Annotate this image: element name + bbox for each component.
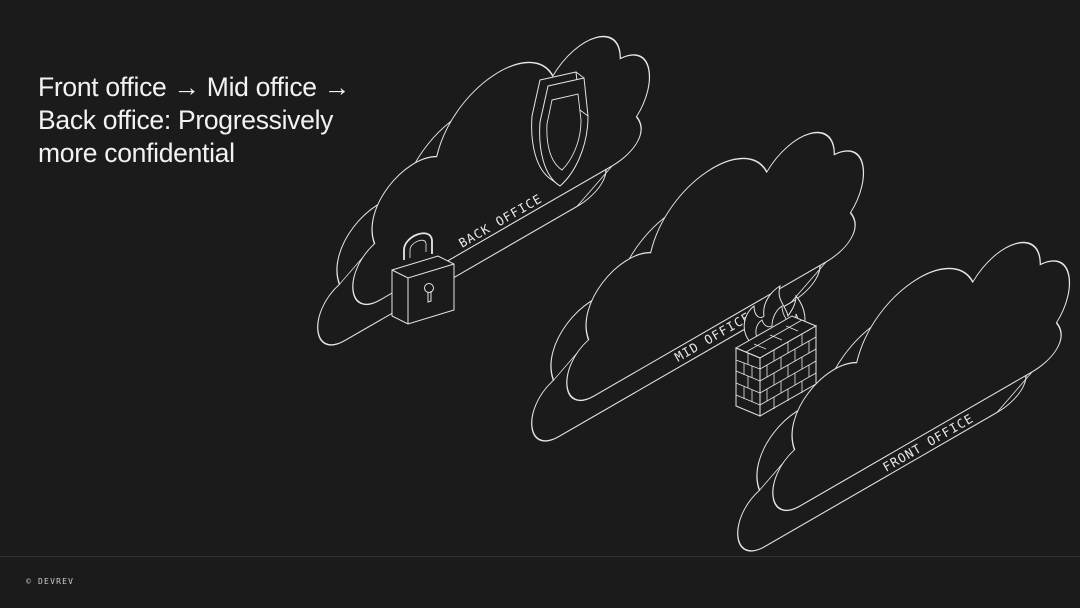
slide-title: Front office → Mid office → Back office:… xyxy=(38,71,368,170)
footer-copyright: © DEVREV xyxy=(26,577,75,586)
title-line-1: Front office → Mid office → xyxy=(38,72,350,102)
firewall-icon xyxy=(734,284,818,417)
cloud-security-illustration: BACK OFFICE MID OFFICE xyxy=(0,0,1080,556)
footer-divider xyxy=(0,556,1080,557)
padlock-icon xyxy=(391,232,455,325)
shield-icon xyxy=(531,71,589,187)
title-line-3: more confidential xyxy=(38,138,235,168)
title-line-2: Back office: Progressively xyxy=(38,105,334,135)
